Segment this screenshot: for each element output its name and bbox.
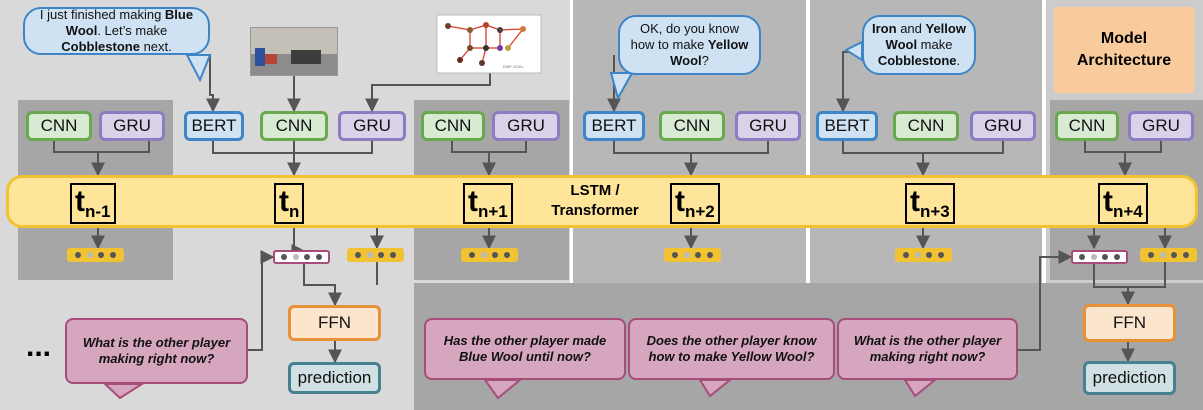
dialogue-3-text-a: and bbox=[896, 20, 926, 36]
timestep-base: t bbox=[675, 185, 685, 218]
timestep-base: t bbox=[1103, 185, 1113, 218]
timestep-label-n-plus-2: tn+2 bbox=[670, 183, 720, 224]
question-box-1: What is the other player making right no… bbox=[65, 318, 248, 384]
dialogue-1-bold-a: Blue Wool bbox=[65, 6, 194, 38]
dialogue-bubble-3: Iron and Yellow Wool make Cobblestone. bbox=[862, 15, 976, 75]
cnn-module-tn-plus-1: CNN bbox=[421, 111, 485, 141]
cnn-module-tn-plus-2: CNN bbox=[659, 111, 725, 141]
ffn-module-tn-plus-4: FFN bbox=[1083, 304, 1176, 342]
arch-line1: Model bbox=[1100, 30, 1148, 48]
timestep-sub: n bbox=[289, 202, 300, 221]
timestep-label-n-minus-1: tn-1 bbox=[70, 183, 116, 224]
dialogue-2-text-a: OK, do you know how to make bbox=[630, 20, 739, 52]
dialogue-3-bold-c: Cobblestone bbox=[877, 53, 957, 69]
gru-module-tn: GRU bbox=[338, 111, 406, 141]
gru-module-tn-minus-1: GRU bbox=[99, 111, 165, 141]
question-box-3: Does the other player know how to make Y… bbox=[628, 318, 835, 380]
cnn-module-tn: CNN bbox=[260, 111, 328, 141]
timestep-label-n-plus-1: tn+1 bbox=[463, 183, 513, 224]
question-embedding bbox=[273, 250, 330, 264]
dialogue-1-text-c: next. bbox=[139, 39, 172, 55]
hidden-state-embedding bbox=[461, 248, 518, 262]
cnn-module-tn-plus-3: CNN bbox=[893, 111, 959, 141]
timestep-base: t bbox=[468, 185, 478, 218]
ffn-module-tn: FFN bbox=[288, 305, 381, 341]
dialogue-1-bold-b: Cobblestone bbox=[61, 39, 140, 55]
core-model-label: LSTM / Transformer bbox=[540, 181, 650, 220]
prediction-output-tn: prediction bbox=[288, 362, 381, 394]
hidden-state-embedding bbox=[664, 248, 721, 262]
prediction-output-tn-plus-4: prediction bbox=[1083, 361, 1176, 395]
dialogue-1-text-b: . Let’s make bbox=[97, 22, 168, 38]
question-box-4: What is the other player making right no… bbox=[837, 318, 1018, 380]
timestep-base: t bbox=[75, 185, 85, 218]
timestep-label-n: tn bbox=[274, 183, 305, 224]
question-box-2: Has the other player made Blue Wool unti… bbox=[424, 318, 626, 380]
timestep-sub: n+1 bbox=[478, 202, 508, 221]
timestep-sub: n+3 bbox=[920, 202, 950, 221]
graph-caption: EMP GOAL bbox=[503, 64, 525, 69]
hidden-state-embedding bbox=[895, 248, 952, 262]
minecraft-scene-image bbox=[250, 27, 338, 76]
bert-module-tn-plus-2: BERT bbox=[583, 111, 645, 141]
dialogue-bubble-2: OK, do you know how to make Yellow Wool? bbox=[618, 15, 761, 75]
bert-module-tn-plus-3: BERT bbox=[816, 111, 878, 141]
lstm-transformer-bar bbox=[6, 175, 1198, 228]
dialogue-2-text-b: ? bbox=[701, 53, 709, 69]
hidden-state-embedding bbox=[347, 248, 404, 262]
core-line2: Transformer bbox=[551, 201, 639, 219]
gru-module-tn-plus-3: GRU bbox=[970, 111, 1036, 141]
gru-module-tn-plus-2: GRU bbox=[735, 111, 801, 141]
dialogue-3-text-b: make bbox=[917, 36, 953, 52]
dialogue-2-bold-a: Yellow Wool bbox=[670, 36, 749, 69]
timestep-sub: n+4 bbox=[1113, 202, 1143, 221]
timestep-sub: n+2 bbox=[685, 202, 715, 221]
dialogue-1-text-a: I just finished making bbox=[39, 6, 165, 22]
cnn-module-tn-plus-4: CNN bbox=[1055, 111, 1119, 141]
dialogue-3-text-c: . bbox=[956, 53, 961, 69]
dialogue-3-bold-a: Iron bbox=[872, 20, 897, 36]
question-embedding bbox=[1071, 250, 1128, 264]
timestep-base: t bbox=[910, 185, 920, 218]
bert-module-tn: BERT bbox=[184, 111, 244, 141]
hidden-state-embedding bbox=[1140, 248, 1197, 262]
dialogue-3-bold-b: Yellow Wool bbox=[885, 20, 966, 52]
timestep-label-n-plus-3: tn+3 bbox=[905, 183, 955, 224]
gru-module-tn-plus-1: GRU bbox=[492, 111, 560, 141]
timestep-sub: n-1 bbox=[85, 202, 111, 221]
core-line1: LSTM / bbox=[570, 182, 620, 199]
hidden-state-embedding bbox=[67, 248, 124, 262]
arch-line2: Architecture bbox=[1076, 52, 1172, 69]
dialogue-bubble-1: I just finished making Blue Wool. Let’s … bbox=[23, 7, 210, 55]
cnn-module-tn-minus-1: CNN bbox=[26, 111, 92, 141]
timestep-label-n-plus-4: tn+4 bbox=[1098, 183, 1148, 224]
gru-module-tn-plus-4: GRU bbox=[1128, 111, 1194, 141]
ellipsis: ... bbox=[26, 330, 52, 363]
timestep-base: t bbox=[279, 185, 289, 218]
